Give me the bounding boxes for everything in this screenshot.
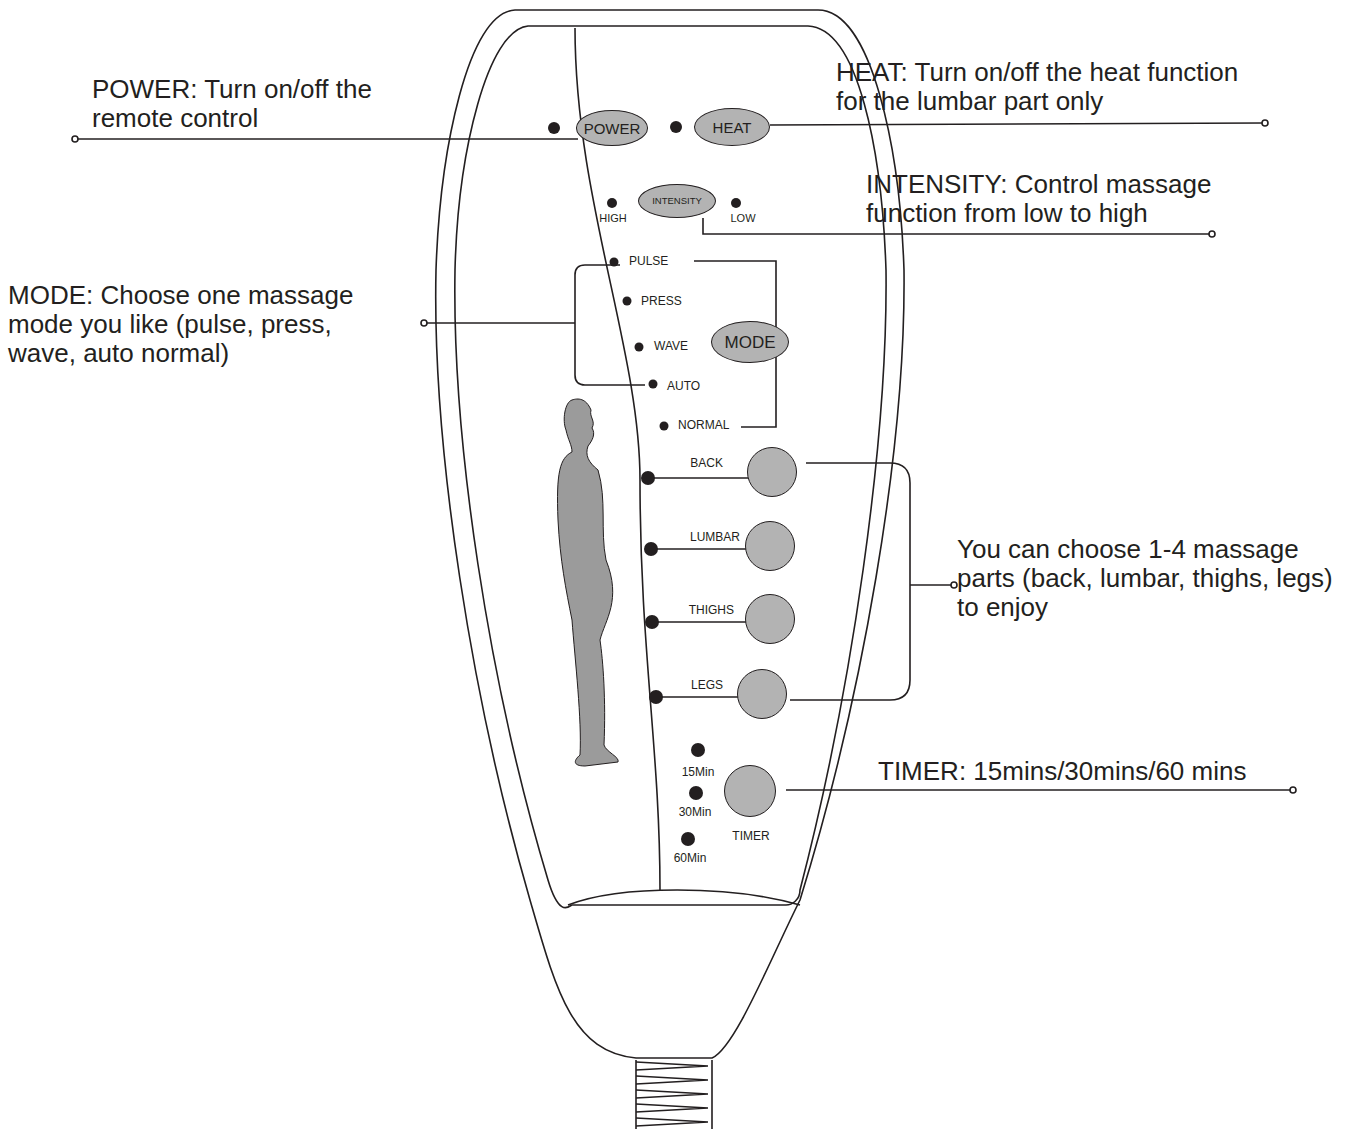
leader-end	[421, 320, 427, 326]
button-label: BACK	[690, 457, 723, 469]
mode-button: MODE	[711, 321, 789, 363]
button-label: INTENSITY	[652, 196, 702, 206]
callout-text: POWER: Turn on/off the remote control	[92, 75, 432, 133]
indicator-label: WAVE	[654, 340, 688, 353]
leader-end	[951, 582, 957, 588]
leader-end	[72, 136, 78, 142]
remote-panel	[455, 26, 886, 908]
timer-label: 15Min	[682, 766, 715, 779]
button-label: LUMBAR	[690, 531, 740, 543]
remote-housing	[436, 10, 904, 1058]
callout-text: You can choose 1-4 massage parts (back, …	[957, 535, 1351, 622]
timer-label: 60Min	[674, 852, 707, 865]
intensity-button: INTENSITY	[638, 184, 716, 218]
legs-button: LEGS	[737, 669, 787, 719]
button-label: MODE	[725, 334, 776, 351]
part-line	[648, 477, 748, 479]
mode-bracket	[694, 261, 776, 427]
indicator-label: HIGH	[599, 212, 627, 224]
cable	[636, 1060, 712, 1129]
lumbar-button: LUMBAR	[745, 521, 795, 571]
leader-line	[910, 584, 951, 586]
leader-end	[1262, 120, 1268, 126]
callout-text: MODE: Choose one massage mode you like (…	[8, 281, 404, 368]
indicator-label: PRESS	[641, 295, 682, 308]
button-label: TIMER	[732, 830, 769, 842]
mode-bracket	[575, 265, 645, 385]
cable-coil	[636, 1076, 708, 1084]
cable-coil	[636, 1104, 708, 1112]
power-button: POWER	[576, 110, 649, 146]
button-label: HEAT	[713, 120, 752, 135]
callout-text: HEAT: Turn on/off the heat function for …	[836, 58, 1264, 116]
callout-text: INTENSITY: Control massage function from…	[866, 170, 1268, 228]
callout-text: TIMER: 15mins/30mins/60 mins	[878, 757, 1318, 786]
button-label: THIGHS	[689, 604, 734, 616]
indicator-dots	[548, 121, 741, 846]
timer-label: 30Min	[679, 806, 712, 819]
leader-line	[427, 322, 575, 324]
parts-bracket	[790, 463, 910, 700]
back-button: BACK	[747, 447, 797, 497]
indicator-label: NORMAL	[678, 419, 729, 432]
cable-coil	[636, 1118, 708, 1126]
thighs-button: THIGHS	[745, 594, 795, 644]
leader-end	[1209, 231, 1215, 237]
grip-edge	[568, 890, 800, 905]
leader-line	[786, 789, 1290, 791]
cable-coil	[636, 1090, 708, 1098]
heat-button: HEAT	[694, 108, 770, 146]
indicator-label: PULSE	[629, 255, 668, 268]
indicator-label: AUTO	[667, 380, 700, 393]
button-label: LEGS	[691, 679, 723, 691]
timer-button: TIMER	[724, 765, 776, 817]
indicator-label: LOW	[730, 212, 755, 224]
part-line	[651, 548, 746, 550]
part-line	[652, 621, 746, 623]
part-line	[656, 696, 738, 698]
cable-side	[636, 1060, 712, 1129]
leader-line	[78, 138, 578, 140]
leader-line	[770, 123, 1262, 125]
button-label: POWER	[584, 121, 641, 136]
human-silhouette	[558, 399, 619, 766]
cable-coil	[636, 1062, 708, 1070]
leader-end	[1290, 787, 1296, 793]
